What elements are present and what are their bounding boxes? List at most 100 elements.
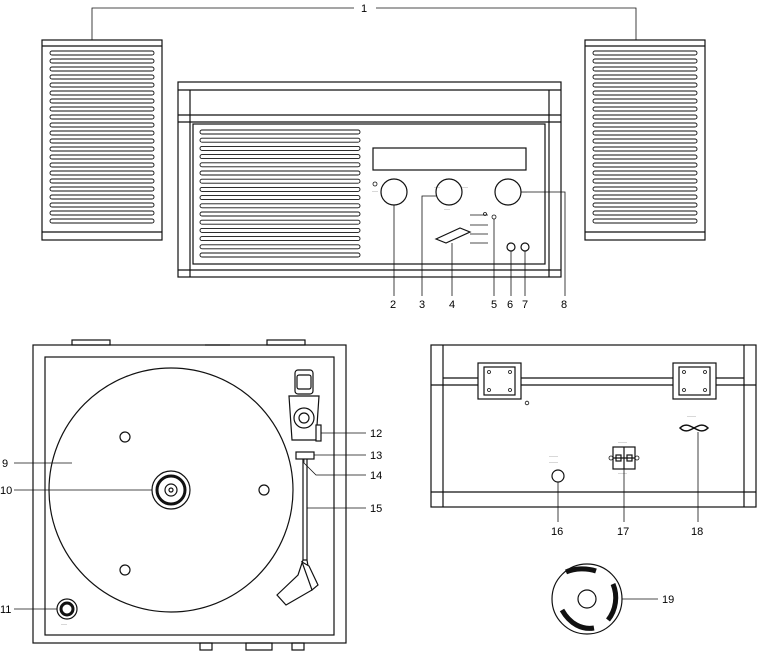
callout-17: 17	[617, 526, 629, 538]
grille-slat	[592, 162, 698, 168]
grille-slat	[592, 186, 698, 192]
grille-slat	[49, 82, 155, 88]
callout-12: 12	[370, 428, 382, 440]
grille-slat	[199, 129, 361, 135]
svg-text:——: ——	[61, 622, 67, 626]
callout-13: 13	[370, 450, 382, 462]
grille-slat	[49, 194, 155, 200]
callout-9: 9	[2, 458, 8, 470]
grille-slat	[49, 74, 155, 80]
grille-slat	[49, 154, 155, 160]
knob-2[interactable]	[380, 178, 408, 206]
fm-antenna-wire	[678, 424, 710, 432]
grille-slat	[592, 218, 698, 224]
grille-slat	[49, 186, 155, 192]
grille-slat	[49, 162, 155, 168]
speaker-bracket: 1	[91, 3, 637, 42]
tonearm[interactable]	[276, 369, 322, 606]
hinge-left	[477, 362, 530, 406]
grille-slat	[592, 170, 698, 176]
jack-6[interactable]	[506, 242, 516, 252]
svg-text:——: ——	[372, 189, 378, 193]
45-rpm-adapter: 19	[551, 563, 674, 635]
grille-slat	[199, 162, 361, 168]
grille-slat	[49, 218, 155, 224]
grille-slat	[49, 106, 155, 112]
grille-slat	[49, 210, 155, 216]
grille-slat	[592, 194, 698, 200]
grille-slat	[49, 98, 155, 104]
speaker-terminals[interactable]: ——— ———	[608, 440, 640, 475]
callout-1: 1	[361, 3, 367, 15]
grille-slat	[199, 137, 361, 143]
callout-4: 4	[449, 299, 455, 311]
grille-slat	[199, 252, 361, 258]
callout-15: 15	[370, 503, 382, 515]
callout-5: 5	[491, 299, 497, 311]
grille-slat	[199, 244, 361, 250]
indicator-led	[372, 181, 378, 187]
callout-18: 18	[691, 526, 703, 538]
grille-slat	[592, 146, 698, 152]
left-speaker-grille	[49, 50, 155, 224]
right-speaker	[584, 39, 706, 241]
rear-view: ——— ——— ——— ——— ——— 16 17 18	[430, 344, 757, 538]
grille-slat	[592, 138, 698, 144]
callout-16: 16	[551, 526, 563, 538]
svg-text:———: ———	[549, 454, 558, 458]
svg-text:———: ———	[618, 471, 627, 475]
grille-slat	[199, 195, 361, 201]
grille-slat	[199, 236, 361, 242]
grille-slat	[592, 50, 698, 56]
svg-text:——: ——	[462, 185, 468, 189]
grille-slat	[49, 50, 155, 56]
grille-slat	[49, 178, 155, 184]
grille-slat	[592, 210, 698, 216]
callout-3: 3	[419, 299, 425, 311]
grille-slat	[592, 178, 698, 184]
callout-14: 14	[370, 470, 382, 482]
jack-7[interactable]	[520, 242, 530, 252]
callout-19: 19	[662, 594, 674, 606]
front-leaders: 2 3 4 5 6 7 8	[390, 191, 567, 311]
left-speaker	[41, 39, 163, 241]
knob-3[interactable]	[435, 178, 463, 206]
grille-slat	[592, 98, 698, 104]
main-unit-front: —— —— —— —— ——	[177, 81, 562, 278]
grille-slat	[49, 138, 155, 144]
front-speaker-grille	[199, 129, 361, 258]
callout-7: 7	[522, 299, 528, 311]
svg-text:——: ——	[444, 207, 450, 211]
grille-slat	[49, 90, 155, 96]
callout-6: 6	[507, 299, 513, 311]
grille-slat	[592, 58, 698, 64]
callout-11: 11	[0, 604, 11, 616]
knob-8[interactable]	[494, 178, 522, 206]
grille-slat	[199, 170, 361, 176]
grille-slat	[592, 114, 698, 120]
callout-10: 10	[0, 485, 12, 497]
turntable-top-view: ——	[32, 339, 347, 651]
grille-slat	[592, 154, 698, 160]
hinge-right	[672, 362, 717, 400]
dc-jack[interactable]	[551, 469, 565, 483]
svg-text:———: ———	[687, 414, 696, 418]
grille-slat	[199, 203, 361, 209]
grille-slat	[49, 122, 155, 128]
grille-slat	[199, 219, 361, 225]
grille-slat	[199, 211, 361, 217]
grille-slat	[49, 170, 155, 176]
svg-text:———: ———	[618, 440, 627, 444]
grille-slat	[199, 227, 361, 233]
grille-slat	[592, 74, 698, 80]
grille-slat	[49, 66, 155, 72]
grille-slat	[49, 114, 155, 120]
display-window	[372, 147, 527, 171]
grille-slat	[199, 145, 361, 151]
grille-slat	[592, 106, 698, 112]
svg-text:———: ———	[549, 460, 558, 464]
grille-slat	[199, 154, 361, 160]
function-lever[interactable]	[434, 227, 472, 244]
callout-2: 2	[390, 299, 396, 311]
